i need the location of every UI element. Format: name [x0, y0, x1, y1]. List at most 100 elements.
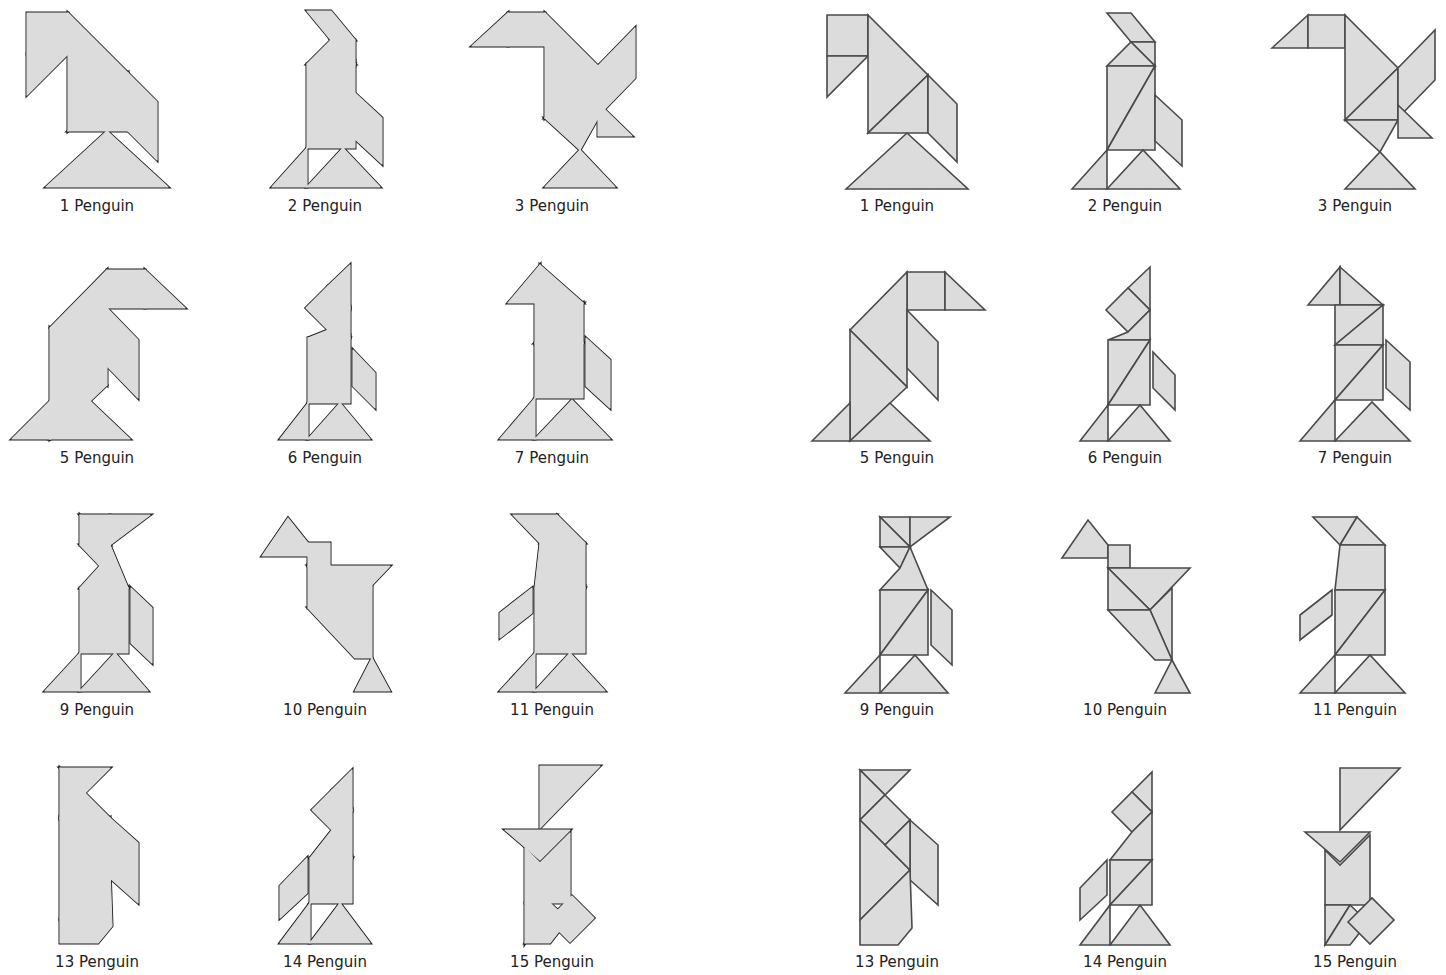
tangram-piece: [1080, 905, 1110, 945]
silhouette-fill: [307, 11, 355, 40]
silhouette-fill: [598, 28, 635, 116]
tangram-piece: [1335, 305, 1383, 345]
silhouette-fill: [586, 338, 610, 408]
silhouette-fill: [307, 148, 380, 187]
tangram-piece: [907, 272, 945, 310]
tangram-piece: [1308, 267, 1340, 305]
silhouette-edge: [535, 588, 585, 653]
tangram-silhouette: [272, 11, 382, 187]
tangram-piece: [1110, 812, 1152, 860]
silhouette-fill: [535, 400, 610, 439]
silhouette-edge: [535, 303, 583, 343]
silhouette-edge: [535, 303, 583, 343]
tangram-solution: [812, 272, 985, 441]
figure-caption: 11 Penguin: [1313, 701, 1397, 719]
tangram-piece: [910, 820, 938, 905]
figure-caption: 9 Penguin: [860, 701, 934, 719]
silhouette-fill: [308, 338, 350, 403]
tangram-piece: [1110, 860, 1152, 905]
silhouette-fill: [272, 148, 307, 187]
tangram-piece: [1386, 340, 1410, 410]
silhouette-edge: [540, 265, 583, 303]
silhouette-edge: [535, 343, 583, 398]
silhouette-edge: [307, 11, 355, 40]
silhouette-fill: [85, 818, 110, 868]
silhouette-fill: [535, 303, 583, 343]
tangram-piece: [1340, 768, 1400, 830]
tangram-piece: [1345, 120, 1398, 152]
silhouette-fill: [535, 343, 583, 398]
figure-caption: 13 Penguin: [55, 953, 139, 971]
silhouette-fill: [308, 338, 350, 403]
silhouette-fill: [60, 868, 112, 943]
silhouette-fill: [535, 588, 585, 653]
tangram-silhouette: [500, 515, 605, 691]
figure-caption: 7 Penguin: [1318, 449, 1392, 467]
silhouette-fill: [128, 73, 157, 160]
silhouette-fill: [68, 13, 128, 131]
silhouette-fill: [308, 566, 350, 608]
tangram-silhouette: [500, 265, 610, 439]
tangram-piece: [868, 75, 928, 133]
tangram-piece: [880, 655, 948, 693]
tangram-piece: [846, 133, 968, 189]
tangram-piece: [1345, 15, 1398, 120]
silhouette-fill: [545, 150, 615, 187]
tangram-piece: [907, 310, 938, 400]
tangram-piece: [868, 15, 928, 133]
silhouette-edge: [308, 338, 350, 403]
silhouette-edge: [310, 858, 352, 903]
tangram-piece: [1153, 352, 1175, 410]
silhouette-fill: [280, 903, 310, 943]
silhouette-edge: [110, 818, 138, 903]
tangram-piece: [1108, 568, 1190, 610]
silhouette-fill: [131, 588, 152, 663]
silhouette-fill: [280, 858, 307, 918]
tangram-piece: [1108, 310, 1150, 340]
tangram-piece: [880, 517, 910, 547]
tangram-solution: [1300, 267, 1410, 441]
silhouette-edge: [80, 653, 148, 691]
figure-caption: 2 Penguin: [288, 197, 362, 215]
tangram-piece: [1335, 590, 1385, 655]
silhouette-fill: [355, 658, 390, 691]
silhouette-fill: [307, 64, 355, 148]
figure-caption: 6 Penguin: [288, 449, 362, 467]
silhouette-edge: [308, 338, 350, 403]
silhouette-edge: [80, 588, 128, 653]
silhouette-fill: [262, 518, 308, 556]
silhouette-edge: [107, 308, 138, 398]
silhouette-edge: [308, 543, 330, 566]
silhouette-fill: [545, 118, 598, 150]
silhouette-edge: [500, 588, 532, 638]
silhouette-edge: [535, 588, 585, 653]
silhouette-fill: [80, 588, 128, 653]
silhouette-edge: [500, 653, 535, 691]
silhouette-fill: [308, 403, 370, 439]
tangram-piece: [1398, 30, 1435, 118]
tangram-piece: [1335, 545, 1385, 590]
tangram-solution: [1300, 517, 1405, 693]
tangram-piece: [827, 56, 868, 97]
tangram-piece: [1325, 835, 1370, 905]
tangram-piece: [1398, 105, 1432, 138]
silhouette-fill: [308, 543, 330, 566]
tangram-silhouette: [60, 768, 138, 943]
silhouette-fill: [472, 13, 508, 46]
tangram-piece: [1108, 340, 1150, 405]
figure-caption: 3 Penguin: [1318, 197, 1392, 215]
tangram-solution: [845, 517, 952, 693]
tangram-piece: [1335, 402, 1410, 441]
tangram-piece: [850, 403, 930, 441]
tangram-silhouette: [280, 770, 370, 943]
tangram-piece: [1107, 150, 1180, 189]
tangram-solution: [1080, 772, 1170, 945]
tangram-piece: [1300, 400, 1335, 441]
silhouette-edge: [508, 265, 540, 303]
tangram-piece: [1110, 860, 1152, 905]
tangram-solution: [827, 15, 968, 189]
tangram-piece: [1348, 898, 1394, 944]
tangram-piece: [827, 15, 868, 56]
tangram-piece: [1110, 905, 1170, 945]
